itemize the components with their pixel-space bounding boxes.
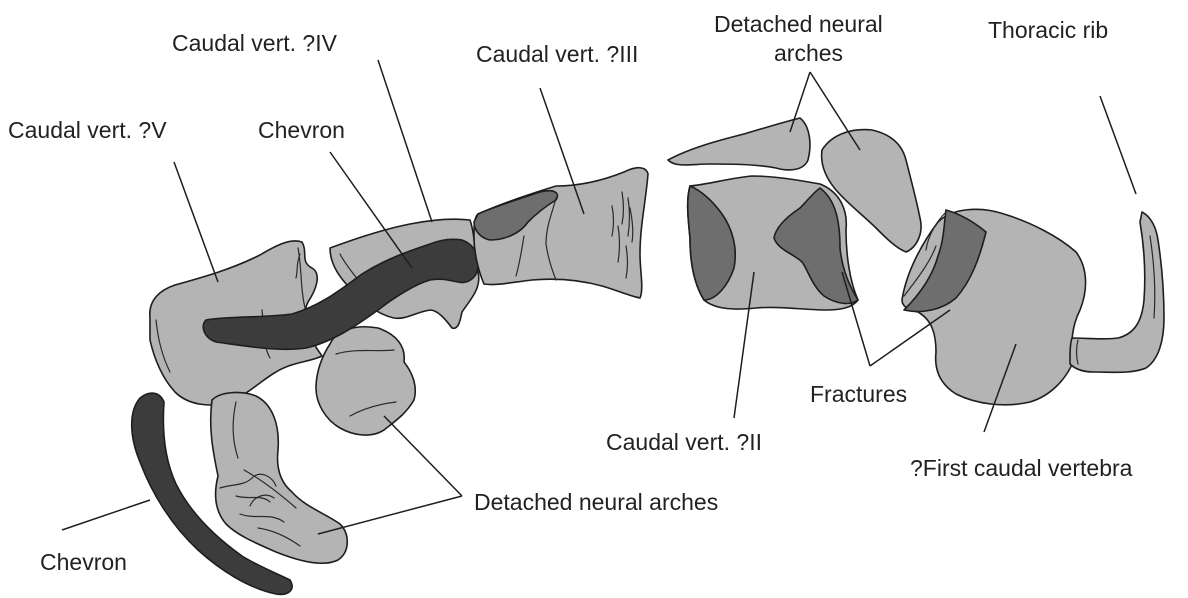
label-detached-arches-bottom: Detached neural arches	[474, 489, 718, 515]
label-detached-arches-top-line1: Detached neural	[714, 11, 883, 37]
label-thoracic-rib: Thoracic rib	[988, 17, 1108, 43]
label-caudal-vert-v: Caudal vert. ?V	[8, 117, 167, 143]
detached-neural-arch-top-left	[668, 118, 810, 170]
label-caudal-vert-iii: Caudal vert. ?III	[476, 41, 638, 67]
label-detached-arches-top-line2: arches	[774, 40, 843, 66]
label-chevron-upper: Chevron	[258, 117, 345, 143]
detached-neural-arch-lower	[316, 327, 415, 435]
label-first-caudal-vertebra: ?First caudal vertebra	[910, 455, 1133, 481]
label-fractures: Fractures	[810, 381, 907, 407]
caudal-vertebra-v-lower-process	[211, 393, 348, 564]
label-chevron-lower: Chevron	[40, 549, 127, 575]
label-caudal-vert-ii: Caudal vert. ?II	[606, 429, 762, 455]
label-caudal-vert-iv: Caudal vert. ?IV	[172, 30, 338, 56]
